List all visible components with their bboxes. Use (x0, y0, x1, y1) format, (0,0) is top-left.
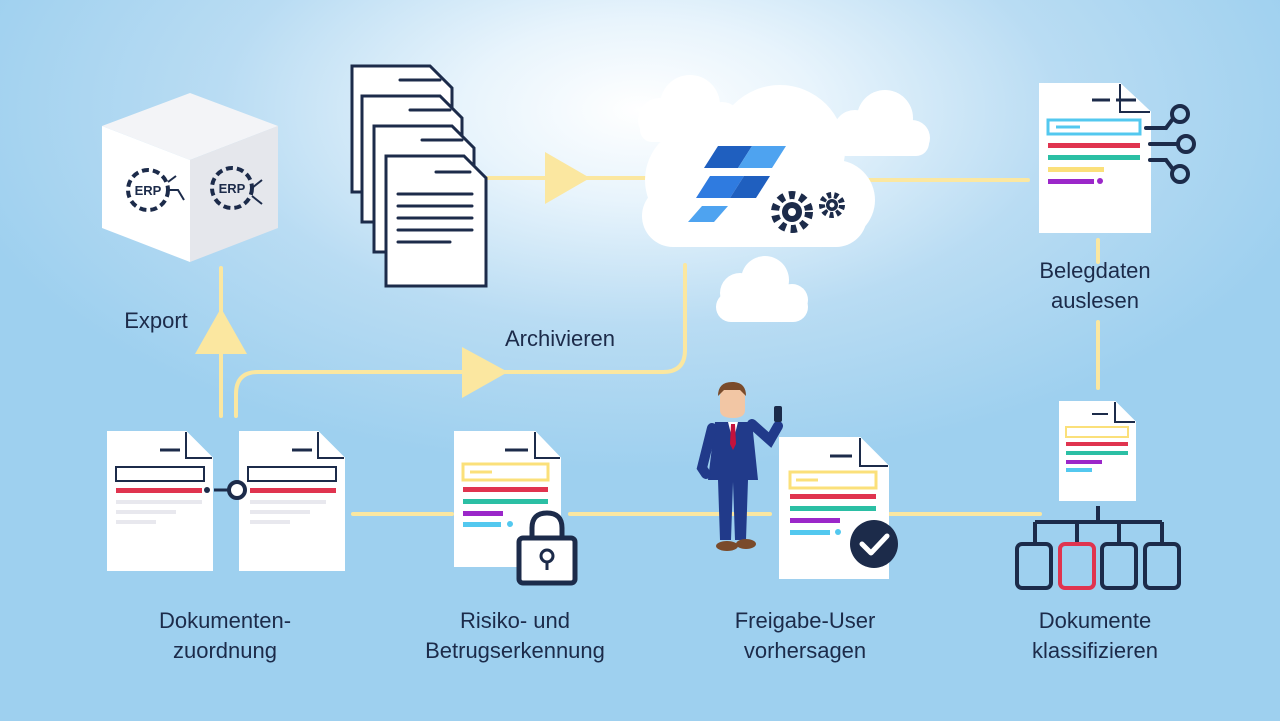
hierarchy-icon (1015, 506, 1181, 590)
archive-label: Archivieren (504, 326, 616, 351)
stack-page-lines (396, 78, 474, 244)
link-icon (204, 480, 247, 500)
stack-page-4 (384, 154, 488, 288)
assign-document-left (107, 431, 213, 571)
data-flow-icon (1144, 104, 1196, 184)
arrow-export (195, 308, 247, 354)
read-step-label: Belegdaten auslesen (1039, 258, 1151, 313)
classify-step-label: Dokumente klassifizieren (1032, 608, 1158, 663)
read-document (1039, 83, 1151, 233)
assign-step-label: Dokumenten- zuordnung (158, 608, 292, 663)
document-stack (350, 64, 488, 288)
erp-label-front: ERP (135, 183, 162, 198)
approve-step-label: Freigabe-User vorhersagen (734, 608, 876, 663)
export-label: Export (124, 308, 188, 333)
business-person (696, 381, 783, 551)
circuit-lines (167, 175, 263, 205)
line-archive (234, 263, 687, 418)
cloud-small-bottom (716, 256, 808, 322)
assign-document-right (239, 431, 345, 571)
arrow-archive (462, 347, 508, 398)
erp-cube: ERP ERP (102, 93, 278, 262)
erp-label-side: ERP (219, 181, 246, 196)
lock-icon (516, 510, 578, 586)
arrow-stack-to-cloud (545, 152, 590, 204)
cloud-small-right (833, 90, 930, 156)
brand-logo-icon (688, 146, 786, 222)
risk-step-label: Risiko- und Betrugserkennung (425, 608, 605, 663)
gears-icon (771, 191, 845, 233)
checkmark-icon (850, 520, 898, 568)
classify-document (1059, 401, 1136, 501)
